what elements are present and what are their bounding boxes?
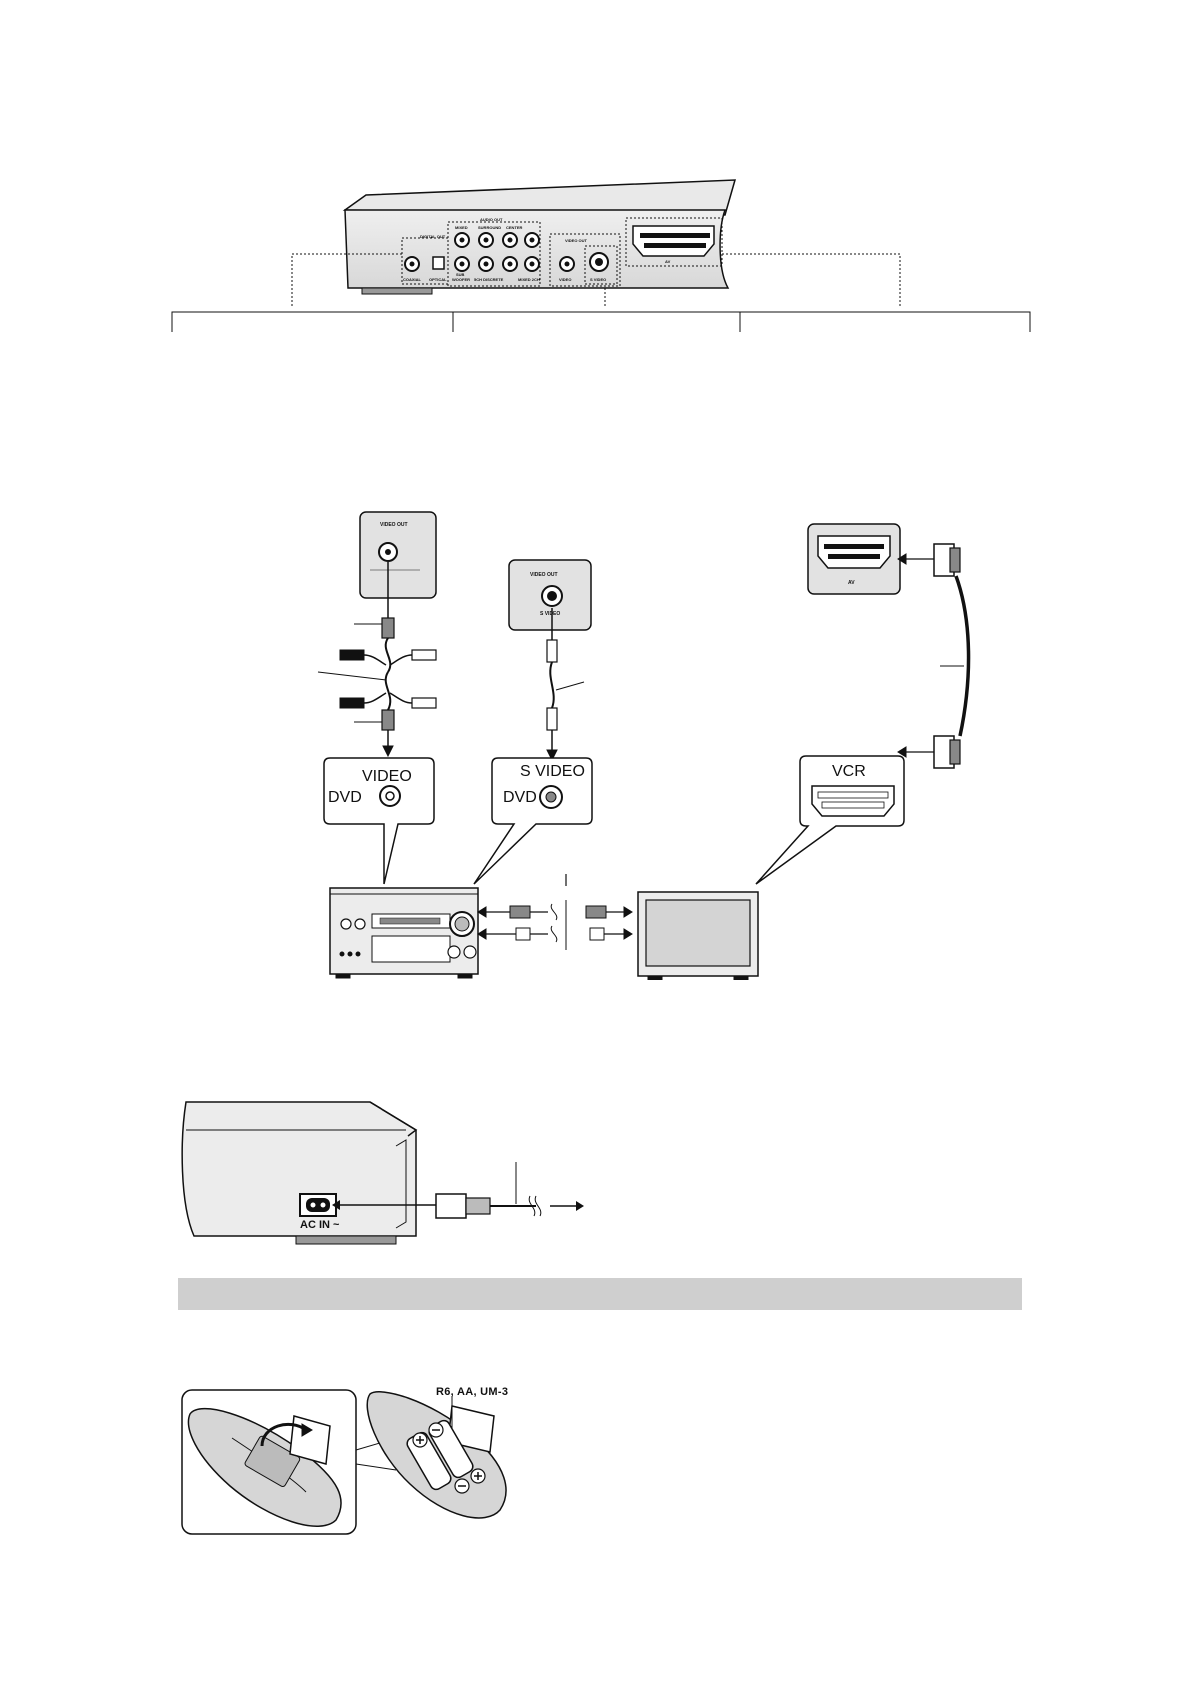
callout-vcr-scart <box>811 785 895 817</box>
av-scart-panel-label: AV <box>848 580 855 586</box>
callout-dvd-label-2: DVD <box>503 789 537 806</box>
s-video-jack-core <box>595 258 603 266</box>
s-video-cable <box>546 608 585 762</box>
coaxial-label: COAXIAL <box>403 277 422 282</box>
callout-video-jack-pin <box>385 791 395 801</box>
rear-panel-diagram: DIGITAL OUT COAXIAL OPTICAL AUDIO OUT MI… <box>171 179 1031 332</box>
optical-label: OPTICAL <box>429 277 447 282</box>
woofer-label: WOOFER <box>452 277 470 282</box>
ac-inlet-pin-2 <box>320 1202 326 1208</box>
battery-type-label: R6, AA, UM-3 <box>436 1386 509 1398</box>
callout-video <box>323 757 435 885</box>
callout-vcr-label: VCR <box>832 763 866 780</box>
callout-dvd-label-1: DVD <box>328 789 362 806</box>
av-receiver <box>329 887 479 979</box>
power-connection-diagram: AC IN ~ <box>181 1101 584 1245</box>
video-jack-pin <box>564 261 570 267</box>
composite-av-cable <box>317 562 437 758</box>
audio-out-label: AUDIO OUT <box>480 217 503 222</box>
mixed-label: MIXED <box>455 225 468 230</box>
player-side-corner <box>369 1101 418 1137</box>
digital-out-label: DIGITAL OUT <box>420 234 446 239</box>
av-scart-socket <box>817 535 891 569</box>
power-cord-arrow-head <box>332 1200 340 1210</box>
audio-out-group <box>447 221 541 287</box>
callout-video-label: VIDEO <box>362 768 412 785</box>
ac-inlet-pin-1 <box>310 1202 316 1208</box>
inset-pointer-bottom <box>355 1463 397 1471</box>
callout-s-video-label: S VIDEO <box>520 763 585 780</box>
player-side-view <box>181 1101 417 1237</box>
scart-connector <box>632 225 715 257</box>
s-video-group <box>584 245 618 285</box>
power-plug-grip <box>465 1197 491 1215</box>
leader-line-left <box>291 253 402 308</box>
video-out-panel-label: VIDEO OUT <box>380 522 408 528</box>
video-label: VIDEO <box>559 277 571 282</box>
video-out-label: VIDEO OUT <box>565 238 588 243</box>
mixed-2ch-label: MIXED 2CH <box>518 277 540 282</box>
ac-in-label: AC IN ~ <box>300 1219 340 1231</box>
coaxial-jack-pin <box>409 261 415 267</box>
audio-jacks <box>454 232 540 272</box>
surround-label: SURROUND <box>478 225 501 230</box>
s-video-out-panel-jack-label: S VIDEO <box>540 611 560 617</box>
sub-label: SUB <box>456 272 465 277</box>
leader-line-right <box>722 253 901 308</box>
section-heading-bar <box>178 1278 1022 1310</box>
connection-diagram: VIDEO OUT VIDEO OUT S VIDEO <box>317 511 971 980</box>
callout-vcr-scart-pins <box>817 791 889 809</box>
scart-pins <box>640 233 710 248</box>
callout-s-video <box>473 757 593 885</box>
s-video-out-panel-jack-core <box>547 591 557 601</box>
s-video-out-panel-label: VIDEO OUT <box>530 572 558 578</box>
battery-insertion-diagram <box>181 1389 507 1535</box>
power-outlet-arrow-head <box>576 1201 584 1211</box>
video-out-panel <box>359 511 437 599</box>
scart-group <box>625 217 723 267</box>
video-out-group <box>549 233 621 287</box>
player-side-foot <box>295 1235 397 1245</box>
remote-opening-cover <box>187 1407 342 1527</box>
center-label: CENTER <box>506 225 523 230</box>
video-out-panel-jack-pin <box>385 549 391 555</box>
player-side-panel-edge <box>395 1139 407 1229</box>
av-label: AV <box>665 259 671 264</box>
power-cord-break-2 <box>534 1195 542 1217</box>
s-video-label: S VIDEO <box>590 277 606 282</box>
player-foot <box>361 287 433 295</box>
optical-jack <box>432 256 445 270</box>
receiver-tv-cables <box>477 874 633 950</box>
av-scart-socket-pins <box>824 544 884 559</box>
scart-cable <box>897 543 971 769</box>
power-cord-break-1 <box>528 1195 536 1217</box>
callout-vcr <box>755 755 905 885</box>
callout-s-video-jack-core <box>545 791 557 803</box>
section-bracket <box>171 311 1031 332</box>
remote-with-batteries <box>366 1391 507 1519</box>
power-plug <box>435 1193 467 1219</box>
ch-discrete-label: 5CH DISCRETE <box>474 277 504 282</box>
ac-inlet-socket <box>306 1198 330 1212</box>
television <box>637 891 759 980</box>
